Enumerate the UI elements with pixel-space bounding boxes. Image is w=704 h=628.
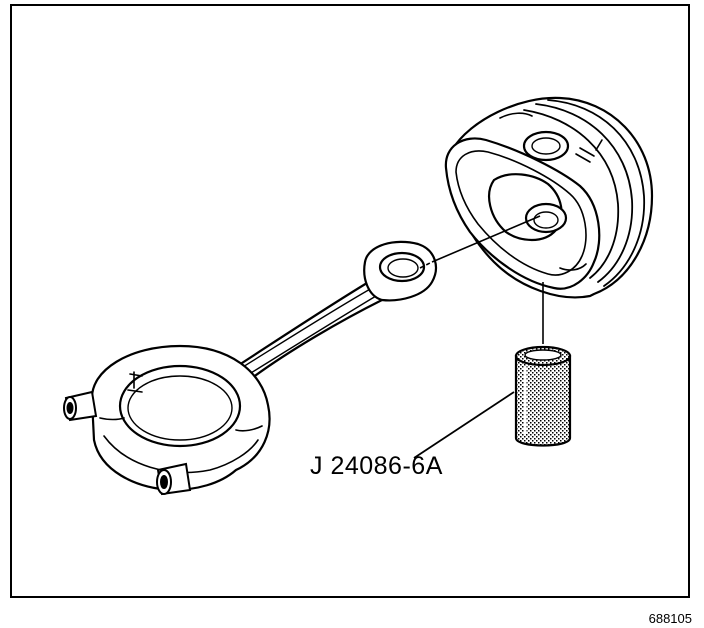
piston-pin-bore-far-inner [531,137,561,155]
alignment-lines [419,215,544,344]
rod-cap-outline [103,435,259,474]
tool-body [514,354,572,447]
rod-big-end-bore-edge [127,375,233,441]
piston-skirt-inner [455,150,587,276]
pin-axis-line-segment [419,261,433,269]
pin-axis-line [431,215,541,263]
rod-small-end-bore-inner [387,258,419,278]
rod-beam-groove [237,287,373,371]
rod-bolt-right [156,462,192,496]
piston-pin-tool [514,345,572,447]
tool-callout-label: J 24086-6A [310,452,443,480]
rod-bolt-left [63,390,98,422]
rod-cap-parting-line [99,417,263,432]
piston-ring-groove-2 [535,103,634,283]
piston-pin-bore-inner [533,211,559,229]
callout-leader-line [413,391,515,459]
piston-crown-notch [575,139,603,163]
rod-beam-groove-2 [245,295,377,377]
piston [444,96,654,299]
tool-top-bore [524,349,562,361]
piston-ring-groove-1 [547,99,646,287]
connecting-rod [90,240,437,492]
piston-ring-groove-3 [523,109,620,279]
figure-number: 688105 [648,611,692,626]
piston-skirt-detail [499,112,587,271]
rod-bolts [63,390,192,496]
rod-big-end-bore [118,364,242,448]
bearing-tang [127,371,143,393]
